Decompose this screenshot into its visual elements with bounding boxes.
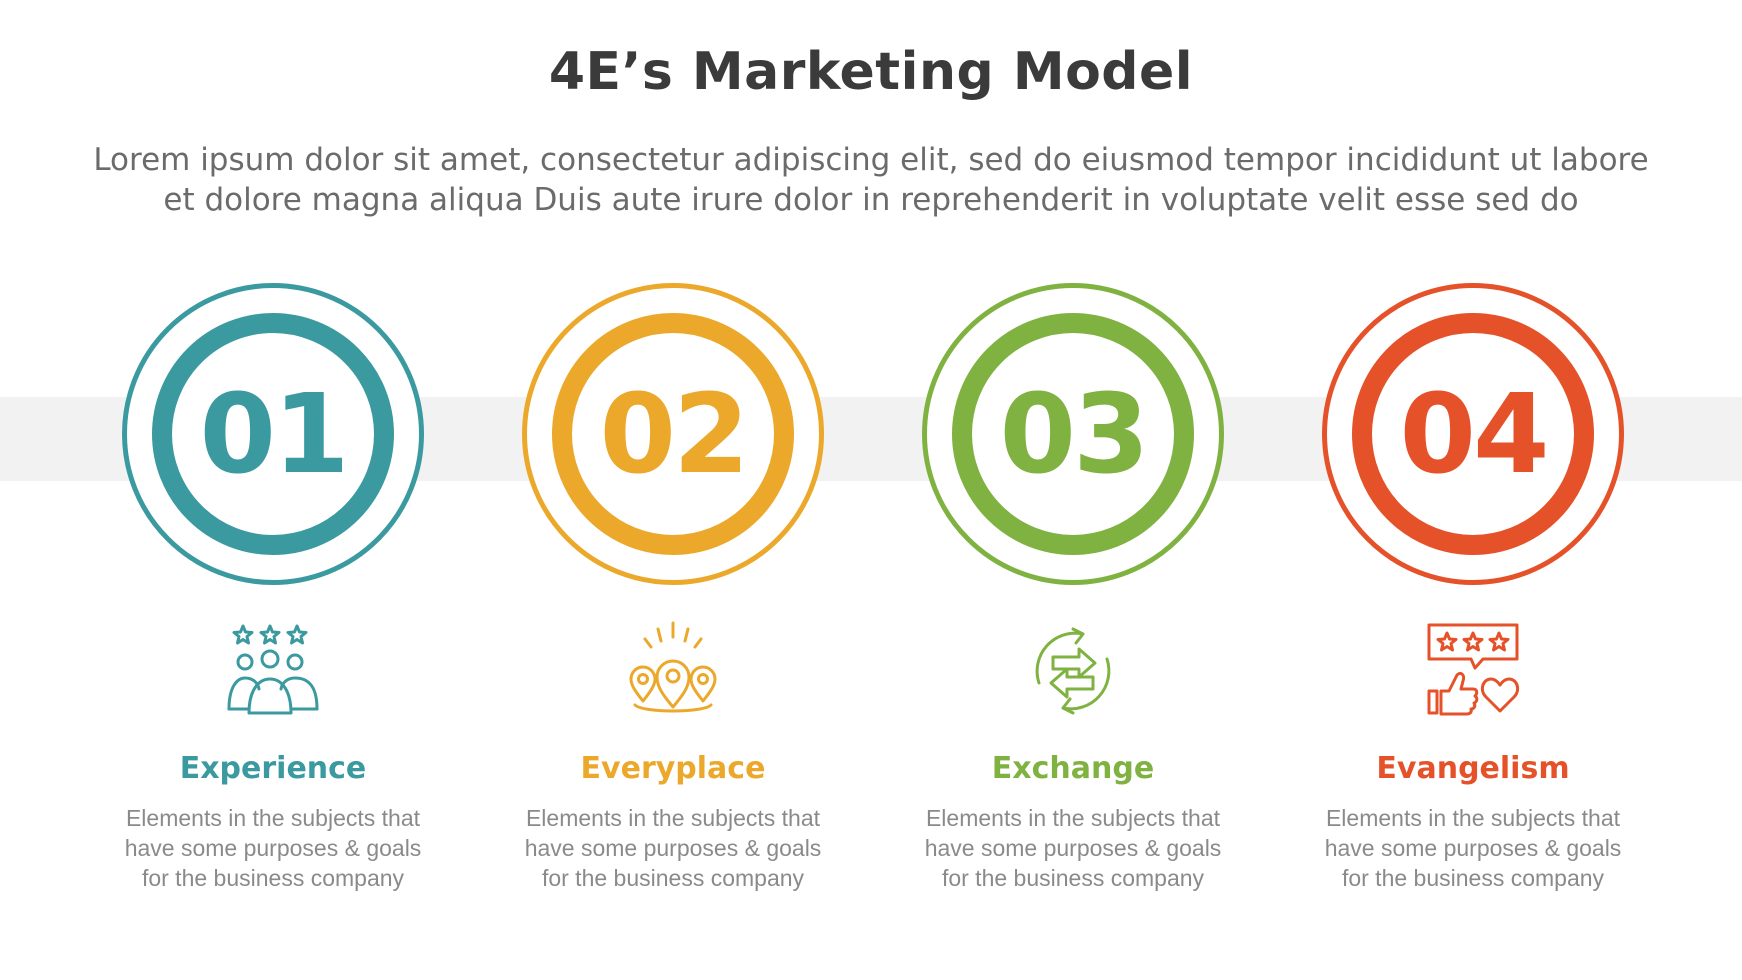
step-number: 01 <box>199 370 349 498</box>
page-subtitle: Lorem ipsum dolor sit amet, consectetur … <box>81 140 1661 220</box>
exchange-arrows-icon <box>1035 627 1111 715</box>
step-number: 03 <box>999 370 1149 498</box>
step-label: Exchange <box>991 751 1155 786</box>
step-evangelism: 04 Evangelism Elements in the subjects t… <box>1318 283 1638 903</box>
subtitle-line-1: Lorem ipsum dolor sit amet, consectetur … <box>93 142 1649 178</box>
people-rating-icon <box>227 624 319 715</box>
step-exchange: 03 Exchange Elements in the subjects tha… <box>918 283 1238 903</box>
step-experience: 01 Experience Elements in the subjects t… <box>118 283 438 903</box>
step-ring: 02 <box>522 283 824 585</box>
step-everyplace: 02 Everyplace Elements in the subjects t… <box>518 283 838 903</box>
step-ring: 01 <box>122 283 424 585</box>
step-number: 02 <box>599 370 749 498</box>
step-label: Experience <box>179 751 367 786</box>
subtitle-line-2: et dolore magna aliqua Duis aute irure d… <box>163 182 1579 218</box>
step-label: Evangelism <box>1376 751 1570 786</box>
step-ring: 03 <box>922 283 1224 585</box>
step-inner-ring: 01 <box>152 313 394 555</box>
step-description: Elements in the subjects that have some … <box>124 805 422 891</box>
step-label: Everyplace <box>580 751 766 786</box>
page-title: 4E’s Marketing Model <box>548 42 1194 102</box>
review-like-heart-icon <box>1427 623 1520 716</box>
step-ring: 04 <box>1322 283 1624 585</box>
step-description: Elements in the subjects that have some … <box>1324 805 1622 891</box>
step-description: Elements in the subjects that have some … <box>924 805 1222 891</box>
step-inner-ring: 02 <box>552 313 794 555</box>
location-pins-icon <box>629 621 717 713</box>
step-inner-ring: 03 <box>952 313 1194 555</box>
step-description: Elements in the subjects that have some … <box>524 805 822 891</box>
step-inner-ring: 04 <box>1352 313 1594 555</box>
step-number: 04 <box>1399 370 1549 498</box>
